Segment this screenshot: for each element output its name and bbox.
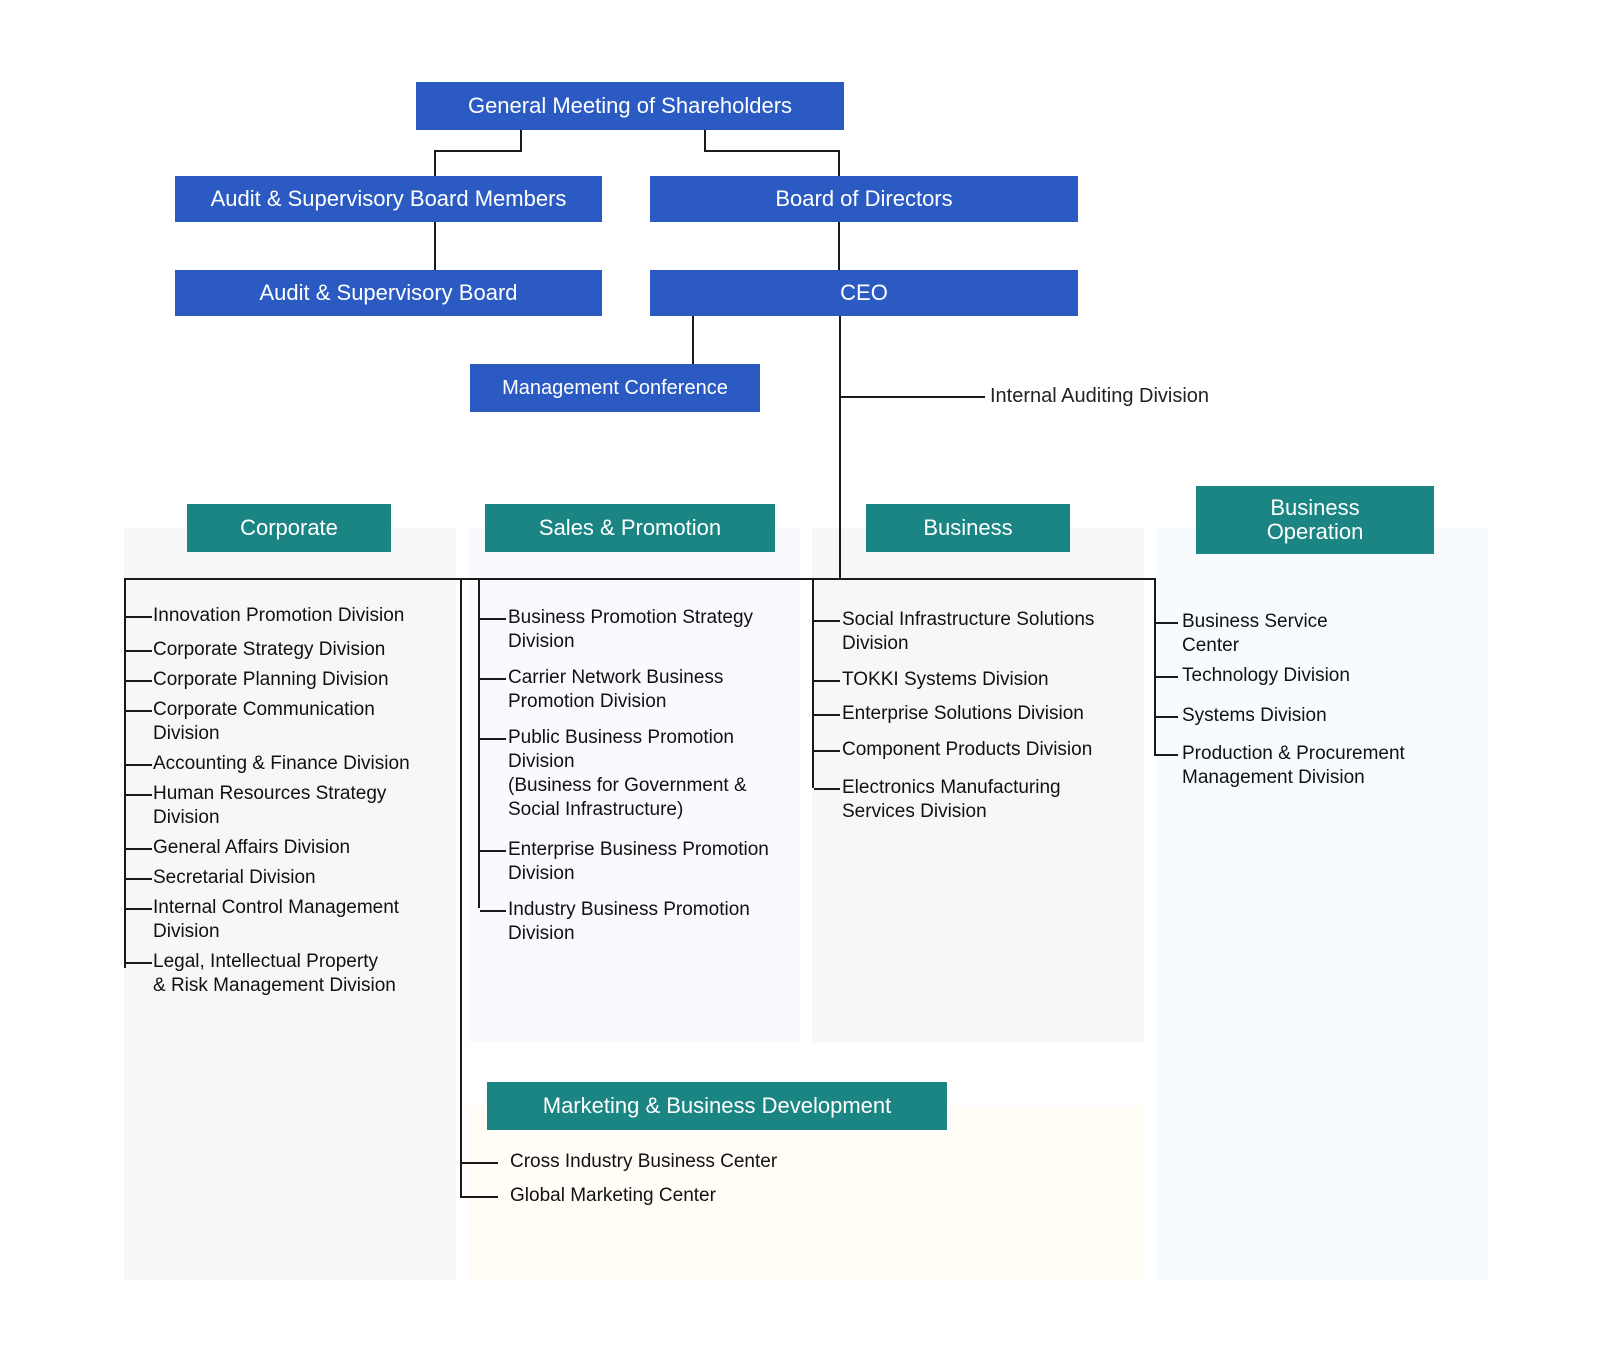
branch-tick — [126, 848, 152, 850]
operation-division-item: Technology Division — [1182, 665, 1350, 686]
connector — [520, 130, 522, 152]
branch-tick — [126, 764, 152, 766]
corporate-division-item: Legal, Intellectual Property & Risk Mana… — [153, 951, 396, 996]
business-division-item: Enterprise Solutions Division — [842, 703, 1084, 724]
shareholders-box: General Meeting of Shareholders — [416, 82, 844, 130]
branch-tick — [1156, 716, 1178, 718]
branch-tick — [814, 680, 840, 682]
sales-panel — [468, 528, 800, 1042]
corporate-division-item: Corporate Planning Division — [153, 669, 389, 690]
branch-tick — [1156, 676, 1178, 678]
marketing-box: Marketing & Business Development — [487, 1082, 947, 1130]
corporate-panel — [124, 528, 456, 1280]
audit-board-box: Audit & Supervisory Board — [175, 270, 602, 316]
connector — [434, 150, 522, 152]
branch-tick — [480, 618, 506, 620]
branch-tick — [462, 1162, 498, 1164]
connector — [478, 578, 480, 908]
marketing-division-item: Cross Industry Business Center — [510, 1151, 778, 1172]
division-bus — [124, 578, 1156, 580]
audit-members-box: Audit & Supervisory Board Members — [175, 176, 602, 222]
branch-tick — [480, 910, 506, 912]
connector — [841, 396, 985, 398]
sales-division-item: Public Business Promotion Division (Busi… — [508, 727, 747, 820]
sales-division-item: Business Promotion Strategy Division — [508, 607, 754, 652]
business-operation-box: Business Operation — [1196, 486, 1434, 554]
branch-tick — [814, 714, 840, 716]
connector — [434, 222, 436, 270]
business-box: Business — [866, 504, 1070, 552]
marketing-panel — [468, 1106, 1144, 1280]
branch-tick — [126, 962, 152, 964]
corporate-division-item: Accounting & Finance Division — [153, 753, 410, 774]
corporate-division-item: Corporate Communication Division — [153, 699, 375, 744]
branch-tick — [480, 850, 506, 852]
business-division-item: Social Infrastructure Solutions Division — [842, 609, 1095, 654]
branch-tick — [126, 878, 152, 880]
branch-tick — [1156, 622, 1178, 624]
connector — [812, 578, 814, 788]
branch-tick — [126, 616, 152, 618]
branch-tick — [126, 794, 152, 796]
connector — [838, 150, 840, 176]
corporate-division-item: Human Resources Strategy Division — [153, 783, 387, 828]
corporate-division-item: Corporate Strategy Division — [153, 639, 386, 660]
connector — [434, 150, 436, 176]
branch-tick — [126, 680, 152, 682]
branch-tick — [814, 620, 840, 622]
connector — [838, 222, 840, 270]
internal-auditing-division: Internal Auditing Division — [990, 385, 1210, 407]
business-division-item: Electronics Manufacturing Services Divis… — [842, 777, 1061, 822]
branch-tick — [126, 908, 152, 910]
corporate-division-item: General Affairs Division — [153, 837, 351, 858]
operation-division-item: Systems Division — [1182, 705, 1327, 726]
ceo-box: CEO — [650, 270, 1078, 316]
branch-tick — [126, 710, 152, 712]
corporate-division-item: Internal Control Management Division — [153, 897, 400, 942]
business-division-item: TOKKI Systems Division — [842, 669, 1049, 690]
branch-tick — [480, 678, 506, 680]
branch-tick — [462, 1196, 498, 1198]
connector — [704, 130, 706, 152]
connector — [460, 578, 462, 1198]
sales-division-item: Carrier Network Business Promotion Divis… — [508, 667, 724, 712]
connector — [704, 150, 840, 152]
business-panel — [812, 528, 1144, 1042]
connector — [124, 578, 126, 968]
corporate-box: Corporate — [187, 504, 391, 552]
sales-promotion-box: Sales & Promotion — [485, 504, 775, 552]
connector — [692, 316, 694, 364]
corporate-division-item: Innovation Promotion Division — [153, 605, 405, 626]
operation-panel — [1156, 528, 1488, 1280]
business-division-item: Component Products Division — [842, 739, 1093, 760]
connector — [839, 316, 841, 580]
branch-tick — [814, 750, 840, 752]
sales-division-item: Enterprise Business Promotion Division — [508, 839, 769, 884]
connector — [1154, 578, 1156, 756]
operation-division-item: Production & Procurement Management Divi… — [1182, 743, 1405, 788]
branch-tick — [126, 650, 152, 652]
sales-division-item: Industry Business Promotion Division — [508, 899, 750, 944]
branch-tick — [480, 738, 506, 740]
corporate-division-item: Secretarial Division — [153, 867, 316, 888]
marketing-division-item: Global Marketing Center — [510, 1185, 716, 1206]
operation-division-item: Business Service Center — [1182, 611, 1328, 656]
branch-tick — [814, 788, 840, 790]
management-conference-box: Management Conference — [470, 364, 760, 412]
board-of-directors-box: Board of Directors — [650, 176, 1078, 222]
branch-tick — [1156, 754, 1178, 756]
